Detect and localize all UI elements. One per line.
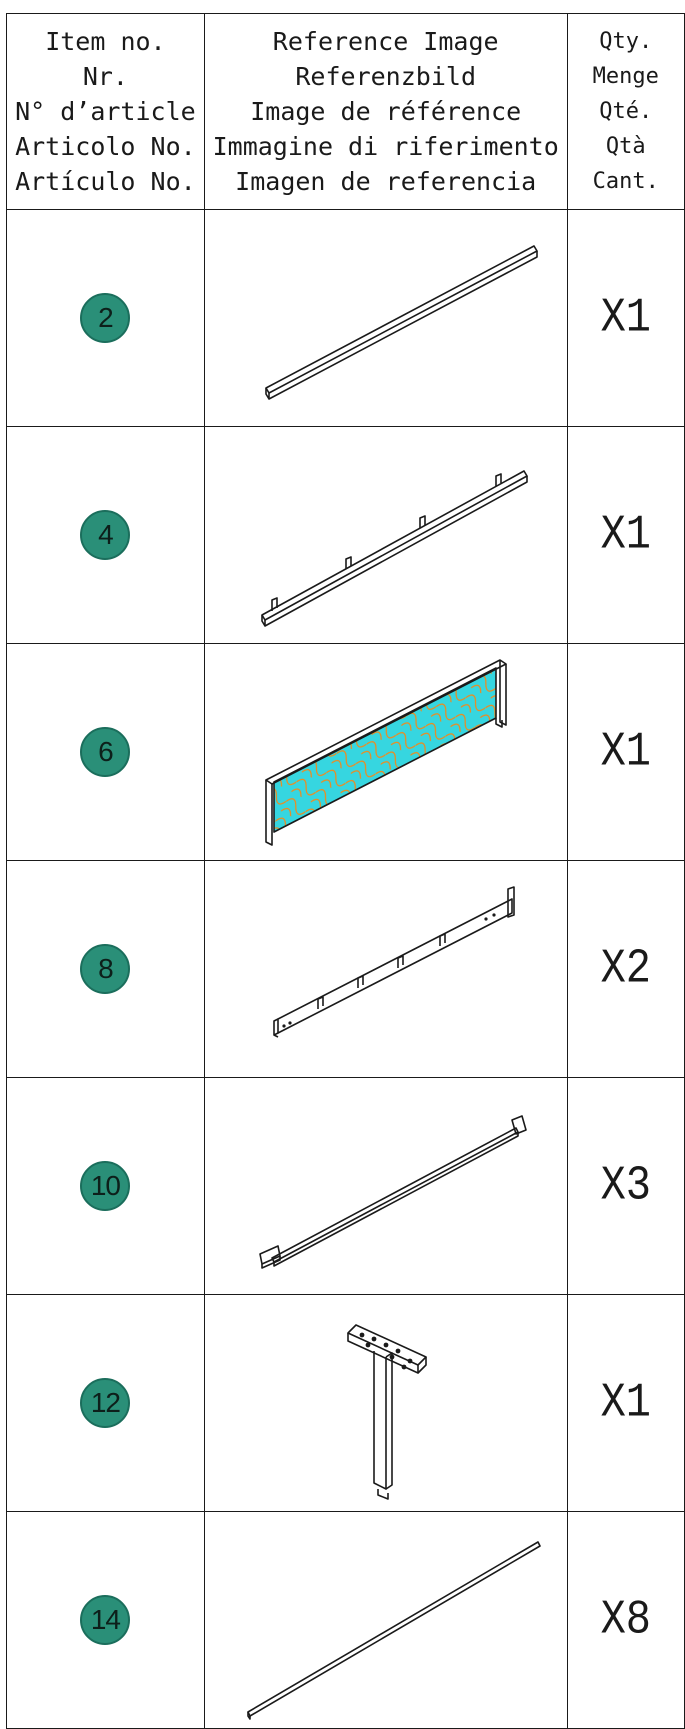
item-number-badge: 6 [80,727,131,777]
table-row: 6 X1 [6,643,685,861]
item-number-cell: 12 [6,1294,205,1512]
parts-table: Item no. Nr. N° d’article Articolo No. A… [6,13,685,1729]
table-header-row: Item no. Nr. N° d’article Articolo No. A… [6,13,685,210]
reference-image-cell [203,209,568,427]
table-row: 8 X2 [6,860,685,1078]
quantity-cell: X1 [566,426,685,644]
item-number-badge: 8 [80,944,131,994]
quantity-cell: X1 [566,209,685,427]
quantity-cell: X1 [566,643,685,861]
item-number-cell: 6 [6,643,205,861]
slat-rod-icon [246,1541,541,1720]
reference-image-cell [203,1294,568,1512]
slat-support-rail-icon [260,470,528,627]
quantity-cell: X1 [566,1294,685,1512]
table-row: 14 X8 [6,1511,685,1729]
reference-image-cell [203,1077,568,1295]
item-number-badge: 10 [80,1161,131,1211]
rail-bar-icon [264,245,538,400]
center-support-bar-icon [258,1115,527,1269]
item-number-cell: 8 [6,860,205,1078]
support-leg-icon [346,1324,427,1500]
table-row: 4 X1 [6,426,685,644]
item-number-cell: 2 [6,209,205,427]
item-number-badge: 12 [80,1378,131,1428]
item-number-badge: 14 [80,1595,131,1645]
item-number-badge: 2 [80,293,131,343]
quantity-cell: X3 [566,1077,685,1295]
item-number-cell: 4 [6,426,205,644]
header-item-number: Item no. Nr. N° d’article Articolo No. A… [6,13,205,210]
quantity-cell: X2 [566,860,685,1078]
reference-image-cell [203,643,568,861]
header-quantity: Qty. Menge Qté. Qtà Cant. [566,13,685,210]
reference-image-cell [203,426,568,644]
reference-image-cell [203,1511,568,1729]
item-number-cell: 10 [6,1077,205,1295]
table-row: 2 X1 [6,209,685,427]
reference-image-cell [203,860,568,1078]
item-number-badge: 4 [80,510,131,560]
padded-headboard-panel-icon [264,659,507,846]
quantity-cell: X8 [566,1511,685,1729]
header-reference-image: Reference Image Referenzbild Image de ré… [203,13,568,210]
side-rail-with-brackets-icon [272,886,515,1038]
table-row: 12 X1 [6,1294,685,1512]
table-row: 10 X3 [6,1077,685,1295]
item-number-cell: 14 [6,1511,205,1729]
